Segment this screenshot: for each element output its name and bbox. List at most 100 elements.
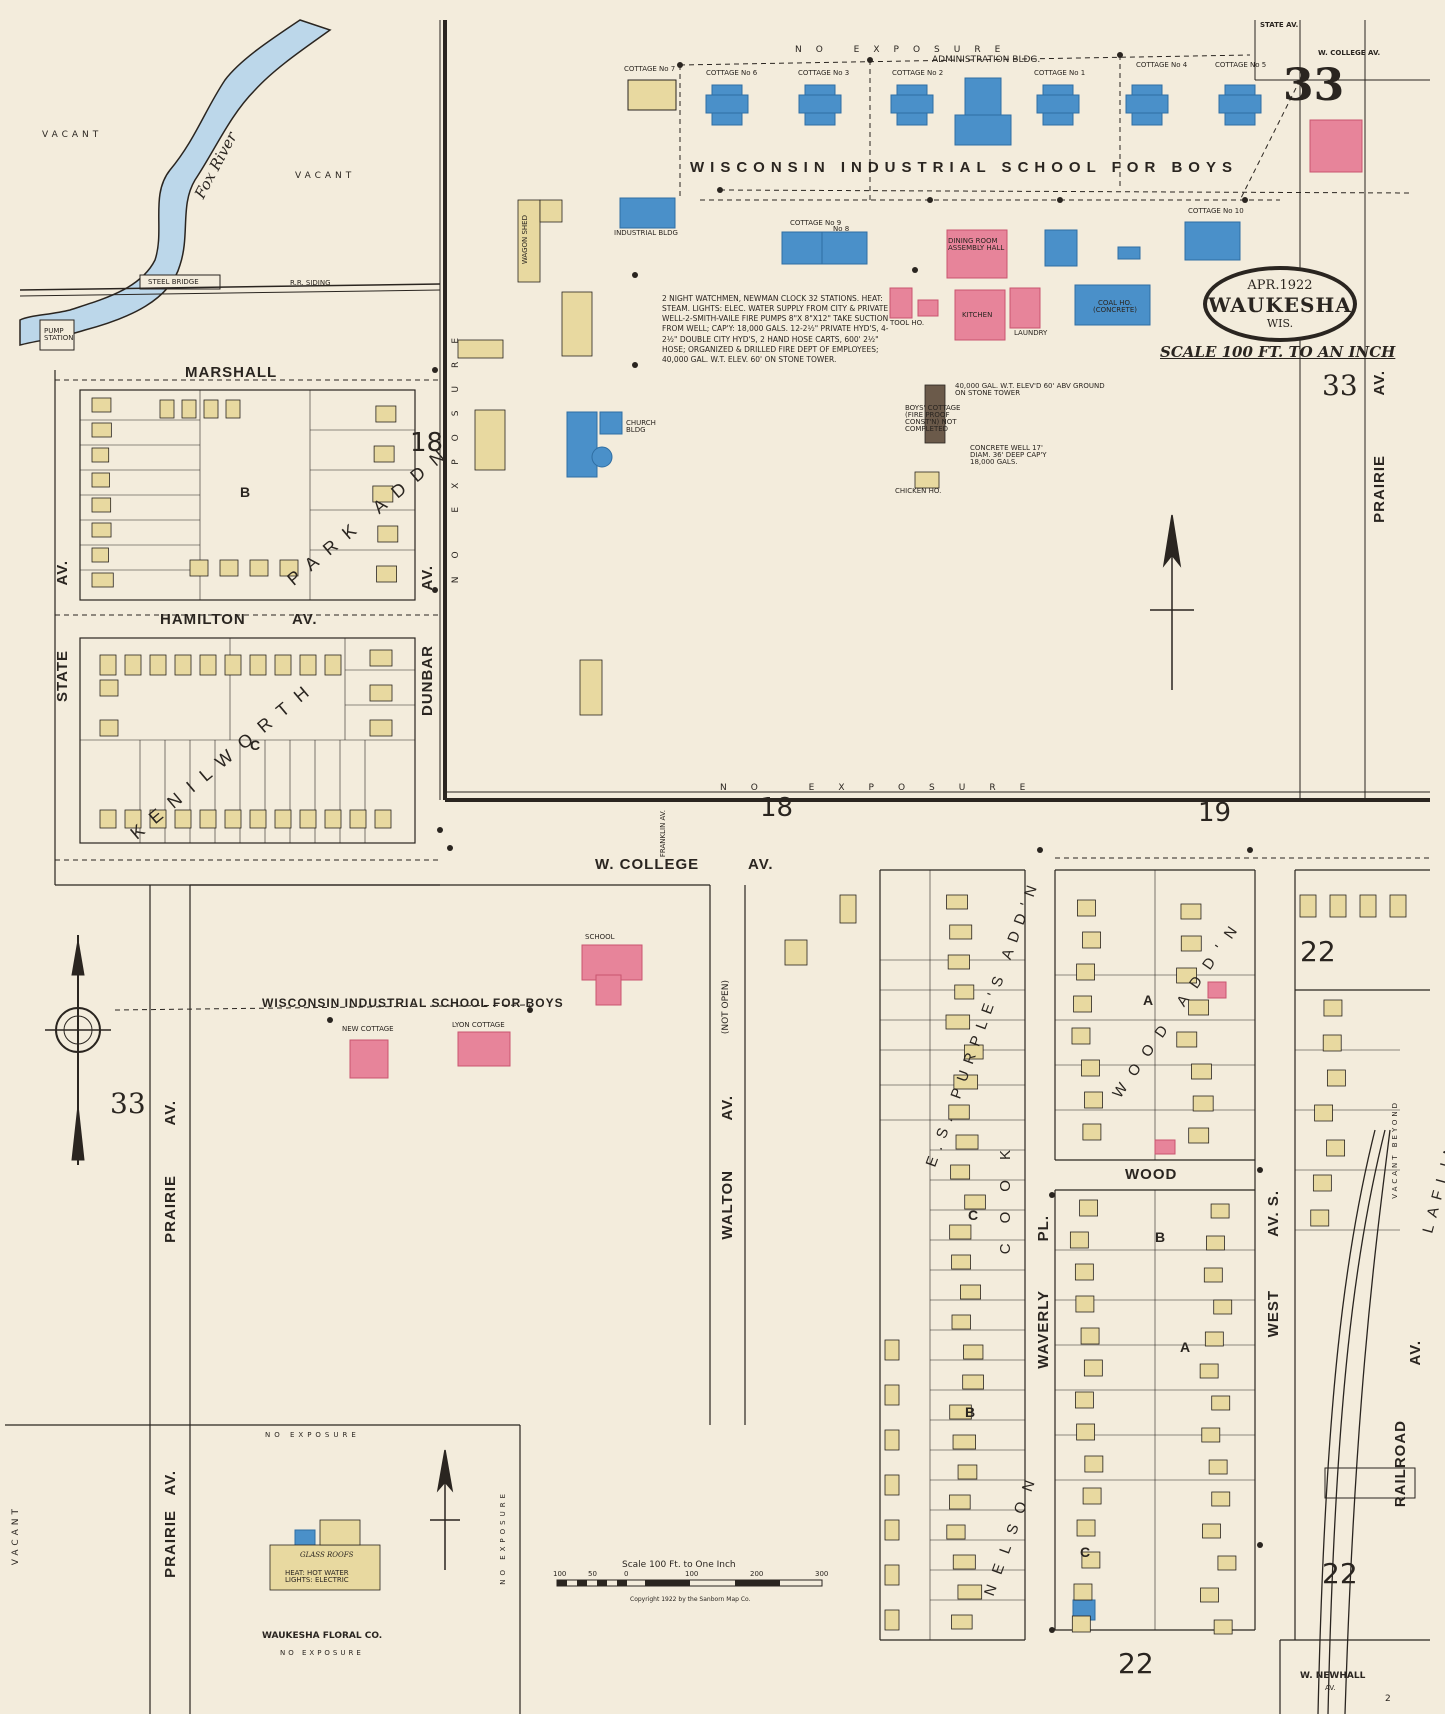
scale-tick-50: 50 <box>588 1570 597 1578</box>
hydrant-icon <box>437 827 443 833</box>
dwelling <box>952 1554 976 1570</box>
hydrant-icon <box>432 587 438 593</box>
institution-name: WISCONSIN INDUSTRIAL SCHOOL FOR BOYS <box>690 159 1238 176</box>
cottage-8 <box>821 231 868 265</box>
hydrant-icon <box>1049 1192 1055 1198</box>
street-waverly-pl: PL. <box>1035 1215 1052 1242</box>
dwelling <box>1208 1459 1228 1475</box>
street-west: WEST <box>1265 1290 1282 1338</box>
block-a-east: A <box>1143 992 1155 1008</box>
boiler-house <box>1044 229 1078 267</box>
dwelling <box>1192 1095 1214 1112</box>
dwelling <box>376 565 397 583</box>
hydrant-icon <box>867 57 873 63</box>
pump-bldg <box>1117 246 1141 260</box>
scale-tick-100a: 100 <box>553 1570 567 1578</box>
dwelling <box>1180 903 1202 920</box>
dwelling <box>1084 1455 1104 1473</box>
dwelling <box>1073 995 1092 1013</box>
dwelling <box>954 984 975 1000</box>
dwelling <box>1213 1299 1233 1315</box>
coal-house <box>1074 284 1151 326</box>
lyon-cottage <box>457 1031 511 1067</box>
dwelling <box>1082 1487 1102 1505</box>
dwelling <box>1204 1331 1224 1347</box>
block-a-south: A <box>1180 1339 1192 1355</box>
hydrant-icon <box>1117 52 1123 58</box>
hydrant-icon <box>632 272 638 278</box>
state-name: WIS. <box>1266 317 1294 330</box>
dwelling <box>349 809 367 829</box>
dwelling <box>1077 899 1096 917</box>
dwelling <box>91 447 110 463</box>
copyright: Copyright 1922 by the Sanborn Map Co. <box>630 1596 751 1603</box>
addition-cook: COOK <box>997 1130 1014 1255</box>
hydrant-icon <box>1257 1542 1263 1548</box>
hydrant-icon <box>1037 847 1043 853</box>
tool-ho <box>457 339 504 359</box>
brick-dwelling <box>1154 1139 1176 1155</box>
dwelling <box>1073 1583 1093 1601</box>
laundry <box>1009 287 1041 329</box>
label-new-cottage: NEW COTTAGE <box>342 1025 394 1033</box>
dwelling <box>884 1339 900 1361</box>
street-prairie: PRAIRIE <box>162 1175 179 1243</box>
hydrant-icon <box>1247 847 1253 853</box>
dwelling <box>99 654 117 676</box>
label-school: SCHOOL <box>585 933 615 941</box>
east-street-lines <box>879 869 1430 1714</box>
dwelling <box>124 809 142 829</box>
street-west-av: AV. S. <box>1265 1190 1282 1237</box>
dwelling <box>374 809 392 829</box>
rr-structure <box>1324 1467 1416 1499</box>
label-cottage-7: COTTAGE No 7 <box>624 65 676 73</box>
scale-tick-300: 300 <box>815 1570 829 1578</box>
label-cottage-5: COTTAGE No 5 <box>1215 61 1267 69</box>
label-wagon-shed: WAGON SHED <box>521 215 529 265</box>
bridge-label: STEEL BRIDGE <box>148 278 199 286</box>
fox-river <box>19 19 332 346</box>
label-admin: ADMINISTRATION BLDG. <box>932 55 1041 65</box>
dining-hall <box>946 229 1008 279</box>
dwelling <box>957 1464 978 1480</box>
dwelling <box>274 654 292 676</box>
dwelling <box>1210 1203 1230 1219</box>
vacant-label-sw: VACANT <box>11 1505 21 1566</box>
dwelling <box>1082 931 1101 949</box>
street-franklin: FRANKLIN AV. <box>659 810 667 858</box>
dwelling <box>884 1609 900 1631</box>
dwelling <box>1217 1555 1237 1571</box>
dwelling <box>1080 1327 1100 1345</box>
admin-bldg <box>964 77 1002 119</box>
hydrants <box>327 52 1263 1633</box>
cottage-5-wing <box>1218 94 1262 114</box>
dwelling <box>1199 1363 1219 1379</box>
dwelling <box>1082 1123 1102 1141</box>
dwelling <box>372 485 394 503</box>
dwelling <box>249 654 267 676</box>
dwelling <box>951 1614 973 1630</box>
dwelling <box>199 809 217 829</box>
dwelling <box>249 809 267 829</box>
dwelling <box>964 1194 986 1210</box>
dwelling <box>1322 1034 1342 1052</box>
hydrant-icon <box>927 197 933 203</box>
dwelling <box>1188 1127 1210 1144</box>
no-exposure-top: NO EXPOSURE <box>795 45 1015 55</box>
east-lot-lines <box>880 870 1400 1640</box>
dwelling <box>99 809 117 829</box>
dwelling <box>949 1404 972 1420</box>
adjacent-sheet-22-east: 22 <box>1322 1557 1358 1590</box>
dwelling <box>99 679 119 697</box>
dwelling <box>199 654 217 676</box>
hydrant-icon <box>717 187 723 193</box>
dwelling <box>1071 1027 1091 1045</box>
pump-station-label: PUMP STATION <box>44 327 74 342</box>
vacant-label-mid: VACANT <box>295 171 356 181</box>
street-walton-av: AV. <box>719 1095 736 1121</box>
adjacent-sheet-18: 18 <box>760 793 794 823</box>
dwelling <box>149 654 167 676</box>
label-kitchen: KITCHEN <box>962 311 993 319</box>
no-exposure-south: NO EXPOSURE <box>265 1431 360 1439</box>
